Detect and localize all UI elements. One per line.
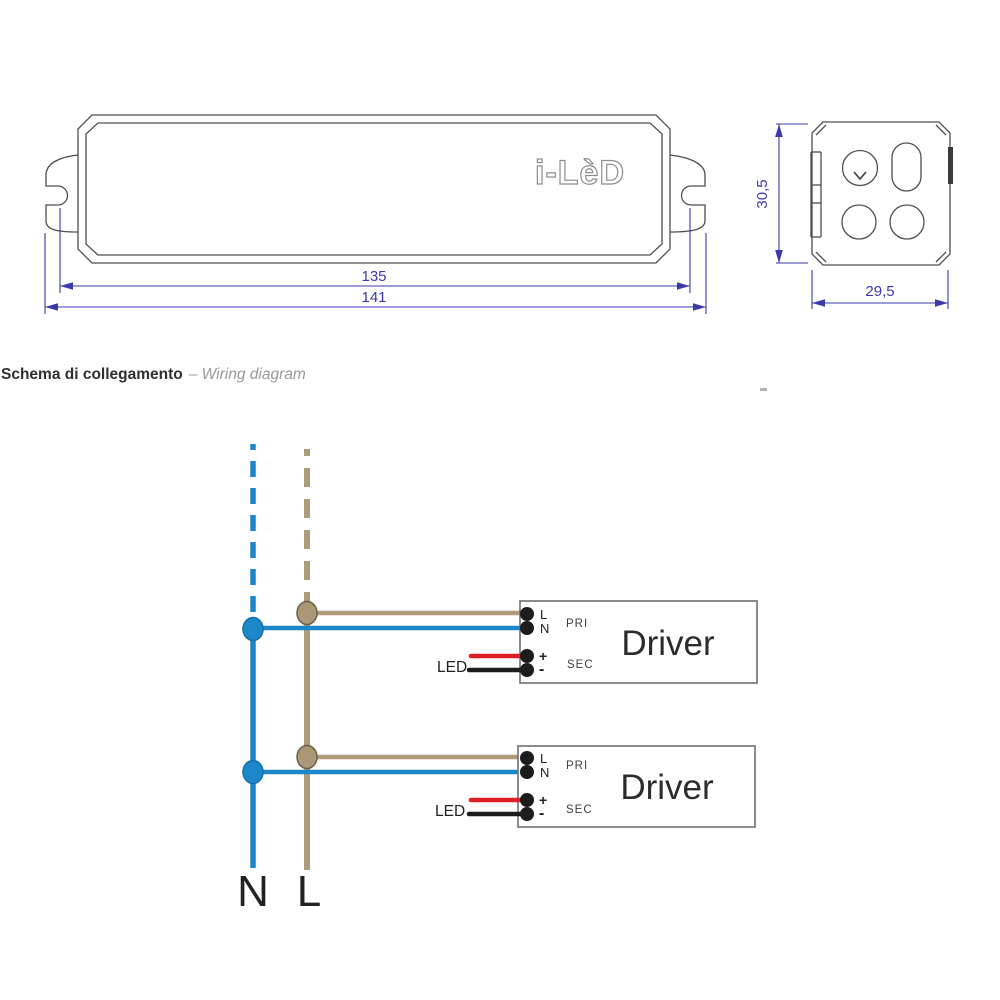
side-clip xyxy=(810,151,822,238)
small-mark xyxy=(760,388,767,391)
terminal-label-plus: + xyxy=(539,792,547,808)
side-view: i-LèD xyxy=(45,114,706,264)
wiring-diagram: L N + - PRI SEC Driver LED L N + xyxy=(237,444,758,916)
terminal-label-minus: - xyxy=(539,661,544,678)
dim-text-141: 141 xyxy=(361,289,386,306)
arrowhead xyxy=(693,303,706,311)
dim-text-295: 29,5 xyxy=(865,283,894,300)
chamfer-accent xyxy=(935,251,947,263)
driver-1: L N + - PRI SEC Driver LED xyxy=(437,600,758,684)
junction-dot-neutral-1 xyxy=(242,616,264,642)
chamfer-accent xyxy=(815,251,827,263)
led-label: LED xyxy=(437,659,467,676)
sec-label: SEC xyxy=(566,804,593,816)
device-body-outline xyxy=(77,114,671,264)
terminal-label-minus: - xyxy=(539,805,544,822)
junction-dot-neutral-2 xyxy=(242,759,264,785)
arrowhead xyxy=(775,124,783,137)
arrowhead xyxy=(677,282,690,290)
side-view-dimensions: 135 141 xyxy=(44,208,707,314)
neutral-label: N xyxy=(237,867,269,916)
terminal-label-n: N xyxy=(540,765,549,780)
driver-title: Driver xyxy=(621,624,715,663)
pri-label: PRI xyxy=(566,760,588,772)
hole-top-right-slot xyxy=(891,142,922,192)
driver-box xyxy=(517,745,756,828)
chamfer-accent xyxy=(815,124,827,136)
led-label: LED xyxy=(435,803,465,820)
end-view-outline xyxy=(811,121,951,266)
junction-dot-line-1 xyxy=(296,600,318,626)
arrowhead xyxy=(775,250,783,263)
heading-title: Schema di collegamento xyxy=(1,366,183,383)
terminal-dot-minus xyxy=(520,663,534,677)
side-latch-bar xyxy=(948,147,953,184)
terminal-dot-n xyxy=(520,765,534,779)
chamfer-accent xyxy=(935,124,947,136)
end-view xyxy=(810,121,953,266)
hole-arrow-icon xyxy=(853,171,867,181)
heading-subtitle: – Wiring diagram xyxy=(188,366,306,383)
pri-label: PRI xyxy=(566,618,588,630)
terminal-label-n: N xyxy=(540,621,549,636)
driver-box xyxy=(519,600,758,684)
junction-dot-line-2 xyxy=(296,744,318,770)
terminal-dot-l xyxy=(520,607,534,621)
driver-2: L N + - PRI SEC Driver LED xyxy=(435,745,756,828)
terminal-dot-minus xyxy=(520,807,534,821)
brand-logo: i-LèD xyxy=(535,154,625,192)
terminal-dot-plus xyxy=(520,793,534,807)
left-mounting-tab xyxy=(45,154,79,233)
driver-title: Driver xyxy=(620,768,714,807)
arrowhead xyxy=(45,303,58,311)
device-body-inner-line xyxy=(85,122,663,256)
terminal-dot-n xyxy=(520,621,534,635)
line-label: L xyxy=(297,867,321,916)
sec-label: SEC xyxy=(567,659,594,671)
arrowhead xyxy=(812,299,825,307)
arrowhead xyxy=(935,299,948,307)
terminal-label-plus: + xyxy=(539,648,547,664)
hole-bottom-right xyxy=(889,204,925,240)
arrowhead xyxy=(60,282,73,290)
dim-text-135: 135 xyxy=(361,268,386,285)
right-mounting-tab xyxy=(669,154,706,233)
terminal-label-l: L xyxy=(540,751,547,766)
section-heading: Schema di collegamento – Wiring diagram xyxy=(1,366,306,384)
terminal-dot-plus xyxy=(520,649,534,663)
dim-text-305: 30,5 xyxy=(754,179,771,208)
terminal-dot-l xyxy=(520,751,534,765)
hole-bottom-left xyxy=(841,204,877,240)
terminal-label-l: L xyxy=(540,607,547,622)
hole-top-left xyxy=(841,149,879,187)
end-view-dimensions: 30,5 29,5 xyxy=(754,123,949,309)
